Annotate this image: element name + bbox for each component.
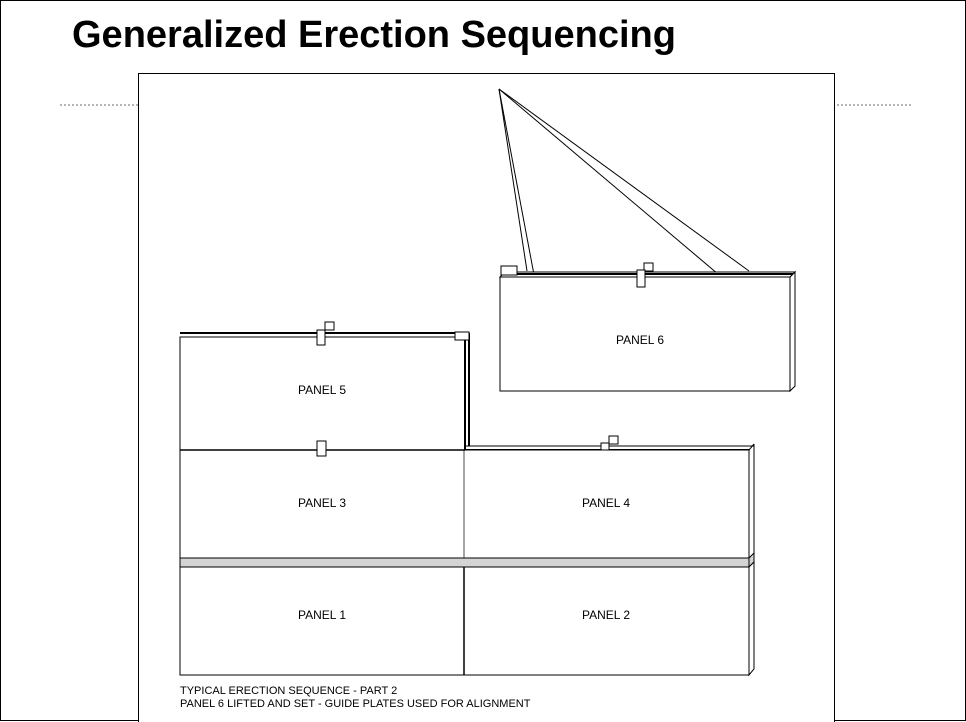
- panel-5: PANEL 5: [179, 321, 470, 451]
- lifting-cable: [498, 88, 539, 297]
- panel-3-label: PANEL 3: [298, 496, 346, 510]
- drawing-canvas: PANEL 6 PANEL 5: [179, 88, 797, 677]
- erection-sequence-drawing: PANEL 6 PANEL 5: [138, 73, 835, 722]
- lifting-cable: [498, 88, 745, 297]
- guide-plate: [324, 321, 335, 331]
- title-divider-left: [60, 104, 138, 106]
- lifting-cable: [498, 88, 750, 272]
- lifting-rig: [498, 88, 750, 299]
- guide-plate: [454, 331, 470, 341]
- guide-plate: [316, 329, 326, 346]
- panels-1-2: PANEL 1 PANEL 2: [179, 560, 755, 677]
- panel-5-label: PANEL 5: [298, 383, 346, 397]
- drawing-caption-line-2: PANEL 6 LIFTED AND SET - GUIDE PLATES US…: [180, 698, 531, 710]
- slide-title: Generalized Erection Sequencing: [72, 14, 676, 56]
- lifting-cable: [498, 88, 528, 272]
- guide-plate: [316, 440, 327, 457]
- guide-plate: [608, 435, 619, 445]
- panel-6: PANEL 6: [498, 262, 797, 393]
- panel-2-label: PANEL 2: [582, 608, 630, 622]
- panel-4-label: PANEL 4: [582, 496, 630, 510]
- title-divider-right: [833, 104, 911, 106]
- panel-6-label: PANEL 6: [616, 333, 664, 347]
- drawing-caption-line-1: TYPICAL ERECTION SEQUENCE - PART 2: [180, 685, 398, 697]
- panel-1-label: PANEL 1: [298, 608, 346, 622]
- guide-plate: [643, 262, 654, 272]
- guide-plate: [500, 265, 518, 276]
- panels-3-4: PANEL 3 PANEL 4: [179, 440, 750, 559]
- guide-plate: [636, 269, 646, 288]
